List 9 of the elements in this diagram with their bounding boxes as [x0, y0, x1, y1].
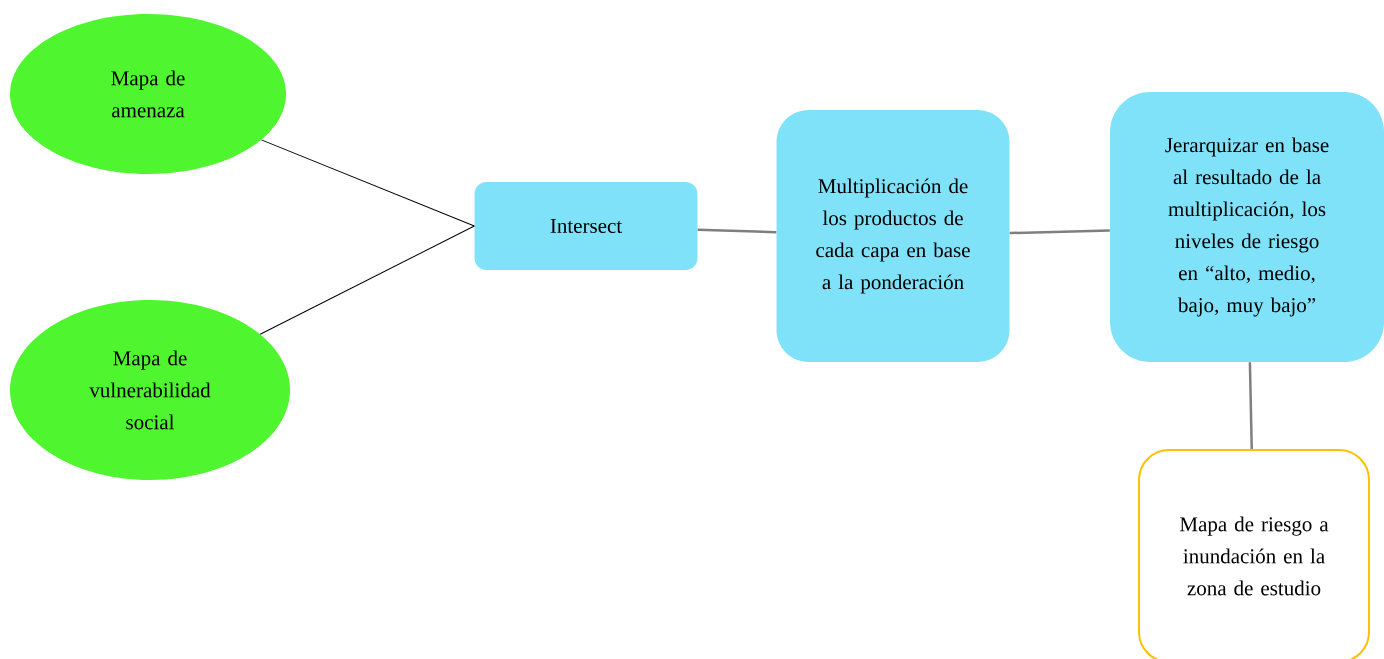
- process-box: Jerarquizar en base al resultado de la multiplicación, los niveles de riesgo en “alto, medio, bajo, muy bajo”: [1110, 92, 1384, 362]
- process-box: Multiplicación de los productos de cada capa en base a la ponderación: [776, 110, 1010, 362]
- connector-line: [1009, 229, 1110, 235]
- connector-line: [260, 139, 475, 227]
- connector-line: [259, 225, 475, 335]
- process-box: Intersect: [474, 182, 698, 270]
- connector-line: [697, 228, 777, 234]
- process-box: Mapa de riesgo a inundación en la zona de estudio: [1138, 449, 1370, 659]
- connector-line: [1248, 362, 1253, 450]
